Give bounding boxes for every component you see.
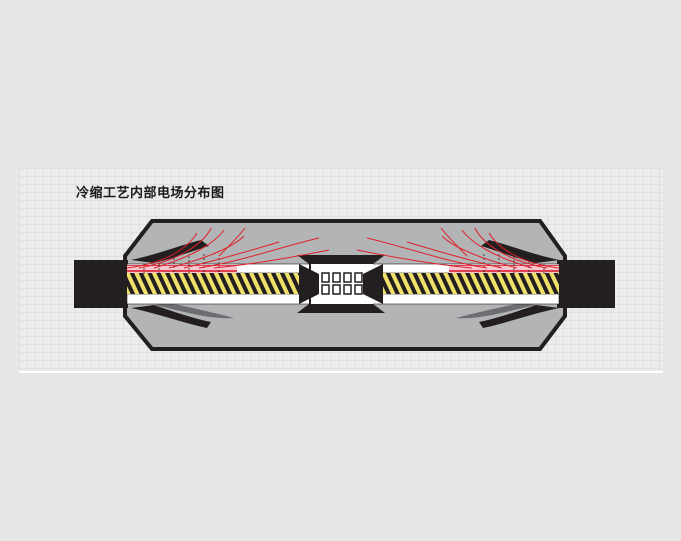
stress-cone-icon xyxy=(131,305,211,328)
conductor-right xyxy=(365,273,559,294)
crimp-connector-icon xyxy=(297,255,385,313)
field-distribution-svg xyxy=(19,168,663,371)
stress-cone-icon xyxy=(479,305,559,328)
semicon-layer-left xyxy=(127,265,237,273)
stress-cone-icon xyxy=(131,240,209,263)
cable-jacket-right xyxy=(557,260,615,308)
field-lines-left xyxy=(126,227,330,269)
field-lines-right xyxy=(356,227,560,269)
joint-diagram: 冷缩工艺内部电场分布图 xyxy=(19,168,663,373)
figure-title: 冷缩工艺内部电场分布图 xyxy=(76,186,225,201)
conductor-left xyxy=(127,273,323,294)
semicon-layer-right xyxy=(449,265,559,273)
cable-jacket-left xyxy=(74,260,128,308)
